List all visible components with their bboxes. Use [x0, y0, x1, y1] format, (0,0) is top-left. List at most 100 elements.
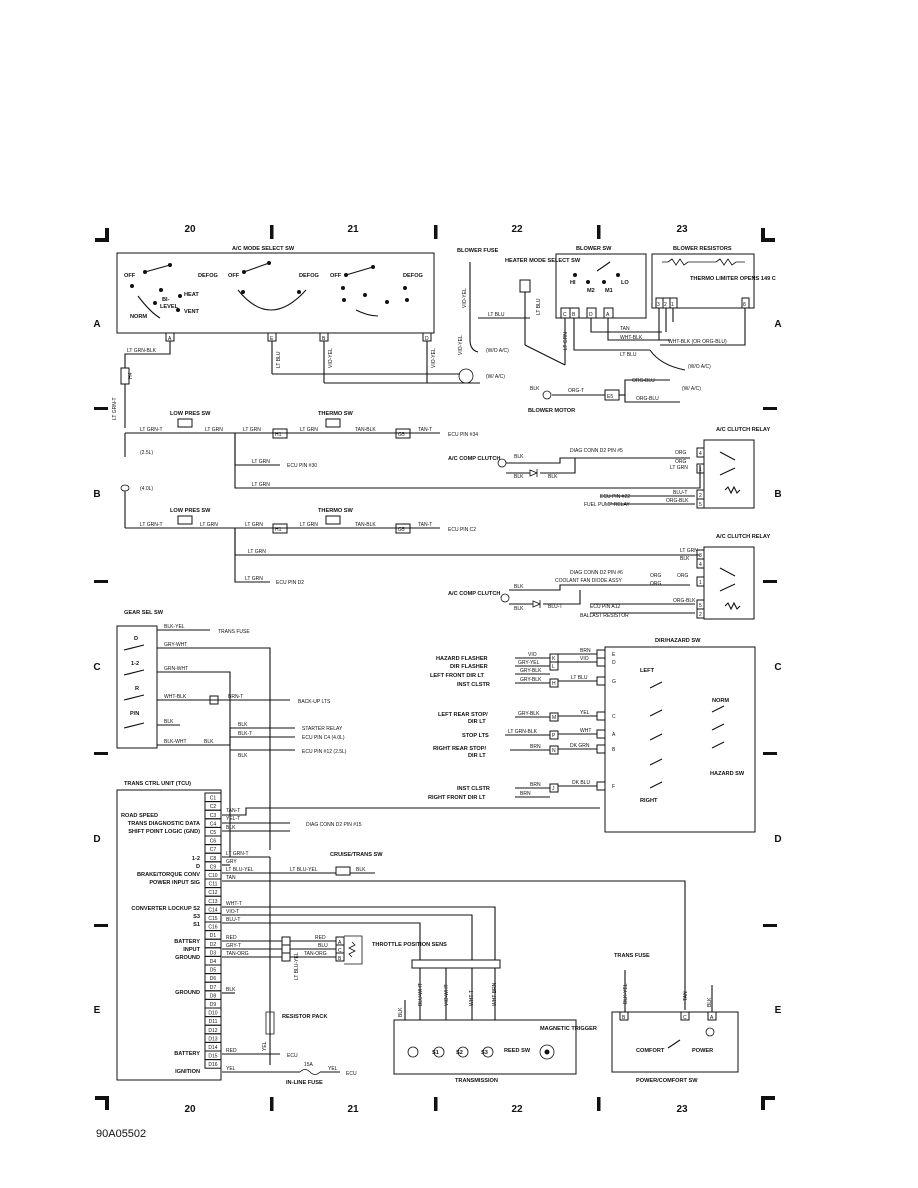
tcu-pin-label: C8	[210, 856, 217, 862]
svg-text:TAN-BLK: TAN-BLK	[355, 427, 376, 433]
svg-text:1: 1	[699, 580, 702, 586]
svg-text:(W/O A/C): (W/O A/C)	[688, 364, 711, 370]
column-label-bottom-22: 22	[511, 1104, 523, 1115]
transmission: BLK BLU-WHT VIO-WHT WHT-T WHT-BRN TRANSM…	[393, 959, 597, 1084]
svg-text:GRY-BLK: GRY-BLK	[520, 677, 542, 683]
svg-text:LEFT FRONT DIR LT: LEFT FRONT DIR LT	[430, 673, 485, 679]
svg-text:DEFOG: DEFOG	[403, 273, 423, 279]
svg-text:BLK: BLK	[514, 474, 524, 480]
tcu-pin-label: D5	[210, 968, 217, 974]
svg-text:SHIFT POINT LOGIC (GND): SHIFT POINT LOGIC (GND)	[128, 829, 200, 835]
svg-text:VIO-YEL: VIO-YEL	[328, 348, 334, 368]
tcu-pin-label: C15	[208, 916, 217, 922]
svg-text:BLK: BLK	[226, 987, 236, 993]
svg-text:D: D	[612, 660, 616, 666]
svg-text:LT GRN-T: LT GRN-T	[112, 397, 118, 420]
svg-text:BALLAST RESISTOR: BALLAST RESISTOR	[580, 613, 629, 619]
svg-text:LT BLU: LT BLU	[488, 312, 505, 318]
svg-text:BI-: BI-	[162, 297, 170, 303]
svg-text:OFF: OFF	[228, 273, 240, 279]
column-label-top-21: 21	[347, 224, 359, 235]
tcu-pin-label: C11	[209, 882, 218, 888]
svg-text:B: B	[622, 1015, 626, 1021]
svg-text:THERMO SW: THERMO SW	[318, 508, 354, 514]
svg-text:1: 1	[671, 302, 674, 308]
svg-text:TRANS FUSE: TRANS FUSE	[614, 953, 650, 959]
svg-text:WHT-T: WHT-T	[469, 990, 475, 1006]
svg-text:BLOWER MOTOR: BLOWER MOTOR	[528, 408, 575, 414]
svg-text:GRN-WHT: GRN-WHT	[164, 666, 188, 672]
svg-text:RED: RED	[315, 935, 326, 941]
tcu-pin-label: D12	[208, 1028, 217, 1034]
svg-text:HEATER MODE SELECT SW: HEATER MODE SELECT SW	[505, 258, 581, 264]
svg-text:E: E	[270, 336, 274, 342]
tcu-pin-label: C6	[210, 839, 217, 845]
svg-text:DIR/HAZARD SW: DIR/HAZARD SW	[655, 638, 701, 644]
tcu-pin-label: C4	[210, 821, 217, 827]
svg-text:DIAG CONN D2 PIN #5: DIAG CONN D2 PIN #5	[570, 448, 623, 454]
svg-text:2: 2	[699, 493, 702, 499]
svg-text:M: M	[552, 715, 556, 721]
svg-text:RIGHT FRONT DIR LT: RIGHT FRONT DIR LT	[428, 795, 486, 801]
svg-text:H1: H1	[275, 432, 282, 438]
svg-text:S3: S3	[481, 1050, 488, 1056]
svg-text:LT GRN: LT GRN	[680, 548, 698, 554]
svg-text:ECU PIN C2: ECU PIN C2	[448, 527, 476, 533]
svg-text:ECU: ECU	[346, 1071, 357, 1077]
svg-text:ECU PIN A12: ECU PIN A12	[590, 604, 621, 610]
svg-text:2: 2	[699, 612, 702, 618]
svg-text:ECU PIN #12 (2.5L): ECU PIN #12 (2.5L)	[302, 749, 347, 755]
svg-text:S1: S1	[432, 1050, 439, 1056]
svg-text:BLK: BLK	[530, 386, 540, 392]
svg-text:S3: S3	[193, 914, 200, 920]
svg-text:LT GRN-T: LT GRN-T	[140, 522, 163, 528]
column-label-bottom-21: 21	[347, 1104, 359, 1115]
svg-text:STOP LTS: STOP LTS	[462, 733, 489, 739]
svg-text:LT GRN: LT GRN	[248, 549, 266, 555]
svg-text:LT GRN: LT GRN	[243, 427, 261, 433]
svg-text:DK BLU: DK BLU	[572, 780, 590, 786]
svg-text:LEVEL: LEVEL	[160, 304, 179, 310]
svg-text:LT GRN-BLK: LT GRN-BLK	[508, 729, 538, 735]
svg-text:ROAD SPEED: ROAD SPEED	[121, 813, 158, 819]
svg-text:POWER: POWER	[692, 1048, 713, 1054]
svg-text:D: D	[134, 636, 138, 642]
svg-text:DIAG CONN D2 PIN #15: DIAG CONN D2 PIN #15	[306, 822, 362, 828]
svg-text:BLU: BLU	[318, 943, 328, 949]
svg-text:5: 5	[699, 603, 702, 609]
svg-text:GRY-T: GRY-T	[226, 943, 241, 949]
svg-text:COOLANT FAN DIODE ASSY: COOLANT FAN DIODE ASSY	[555, 578, 623, 584]
svg-text:4: 4	[699, 562, 702, 568]
tcu-pin-label: D11	[209, 1019, 218, 1025]
svg-text:WHT-BLK: WHT-BLK	[620, 335, 643, 341]
svg-text:POWER INPUT SIG: POWER INPUT SIG	[149, 880, 200, 886]
svg-text:RED: RED	[226, 935, 237, 941]
svg-text:ORG-BLU: ORG-BLU	[632, 378, 655, 384]
svg-text:LT BLU-YEL: LT BLU-YEL	[294, 952, 300, 980]
tcu-pin-label: C14	[208, 907, 217, 913]
svg-text:BATTERY: BATTERY	[174, 1051, 200, 1057]
svg-text:A: A	[710, 1015, 714, 1021]
svg-text:(W/O A/C): (W/O A/C)	[486, 348, 509, 354]
svg-text:DIR LT: DIR LT	[468, 719, 486, 725]
svg-text:BLU-T: BLU-T	[673, 490, 687, 496]
svg-text:THERMO SW: THERMO SW	[318, 411, 354, 417]
gear-selector-switch: GEAR SEL SW D 1-2 R P/N BLK-YEL TRANS FU…	[116, 610, 347, 857]
svg-text:RIGHT: RIGHT	[640, 798, 658, 804]
column-label-bottom-20: 20	[184, 1104, 196, 1115]
svg-text:HI: HI	[570, 280, 576, 286]
tcu-pin-column: C1C2C3C4C5C6C7C8C9C10C11C12C13C14C15C16D…	[204, 792, 222, 1069]
svg-text:BACK-UP LTS: BACK-UP LTS	[298, 699, 331, 705]
tcu-pin-label: D7	[210, 985, 217, 991]
svg-text:LEFT REAR STOP/: LEFT REAR STOP/	[438, 712, 488, 718]
svg-text:TAN-ORG: TAN-ORG	[226, 951, 249, 957]
tcu-pin-label: C1	[210, 796, 217, 802]
svg-text:LEFT: LEFT	[640, 668, 655, 674]
row-label-left-C: C	[93, 662, 100, 673]
svg-text:BLU-T: BLU-T	[226, 917, 240, 923]
tcu-pin-label: D8	[210, 993, 217, 999]
svg-text:YEL: YEL	[262, 1041, 268, 1051]
svg-text:VIO: VIO	[580, 656, 589, 662]
svg-text:ECU: ECU	[287, 1053, 298, 1059]
